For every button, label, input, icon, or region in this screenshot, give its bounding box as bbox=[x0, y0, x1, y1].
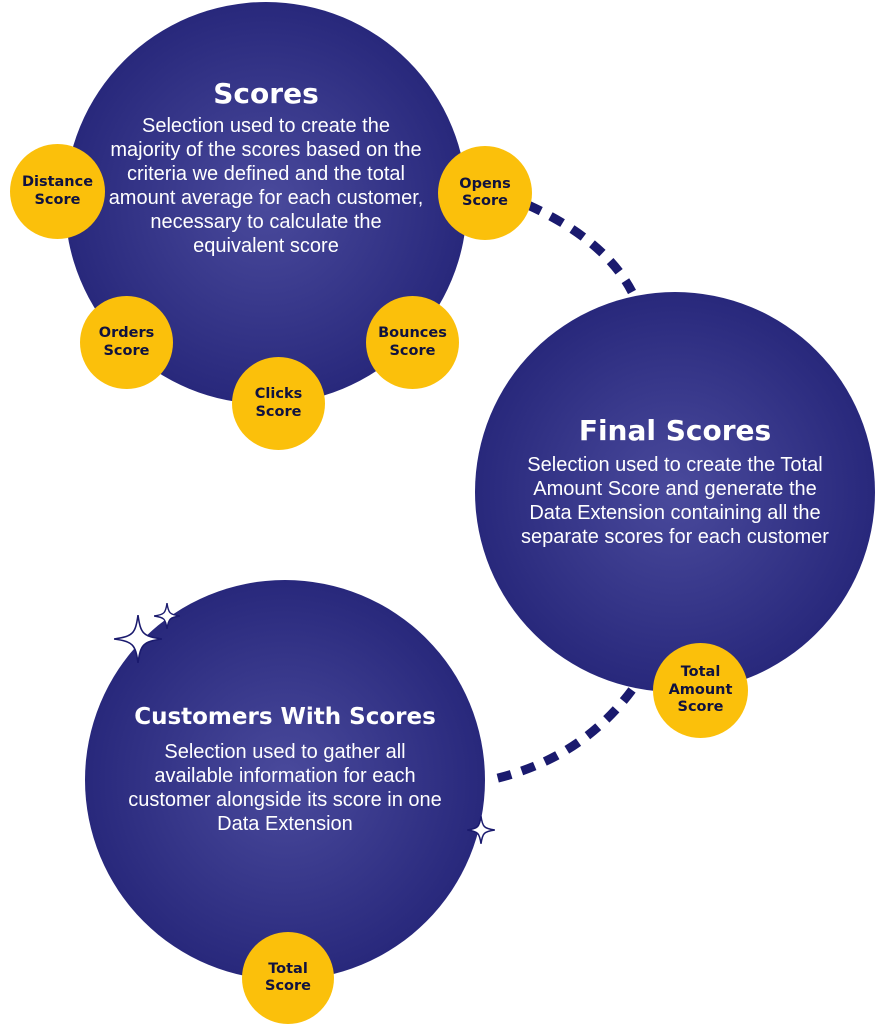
final-scores-description: Selection used to create the Total Amoun… bbox=[521, 454, 829, 549]
customers-circle: Customers With Scores Selection used to … bbox=[85, 580, 485, 980]
final-scores-title: Final Scores bbox=[578, 413, 772, 447]
total-score-badge: Total Score bbox=[242, 932, 334, 1024]
scores-description: Selection used to create the majority of… bbox=[108, 115, 424, 258]
distance-score-badge: Distance Score bbox=[10, 144, 105, 239]
total-amount-score-badge: Total Amount Score bbox=[653, 643, 748, 738]
scores-title: Scores bbox=[213, 76, 319, 110]
bounces-score-badge: Bounces Score bbox=[366, 296, 459, 389]
final-scores-circle: Final Scores Selection used to create th… bbox=[475, 292, 875, 692]
sparkle-icon bbox=[113, 614, 163, 664]
clicks-score-badge: Clicks Score bbox=[232, 357, 325, 450]
sparkle-icon bbox=[154, 603, 180, 629]
connector-final-to-customers bbox=[489, 687, 636, 785]
sparkle-icon bbox=[467, 816, 495, 844]
customers-title: Customers With Scores bbox=[134, 703, 436, 730]
orders-score-badge: Orders Score bbox=[80, 296, 173, 389]
connector-scores-to-final bbox=[526, 200, 636, 295]
customers-description: Selection used to gather all available i… bbox=[128, 741, 442, 836]
opens-score-badge: Opens Score bbox=[438, 146, 532, 240]
